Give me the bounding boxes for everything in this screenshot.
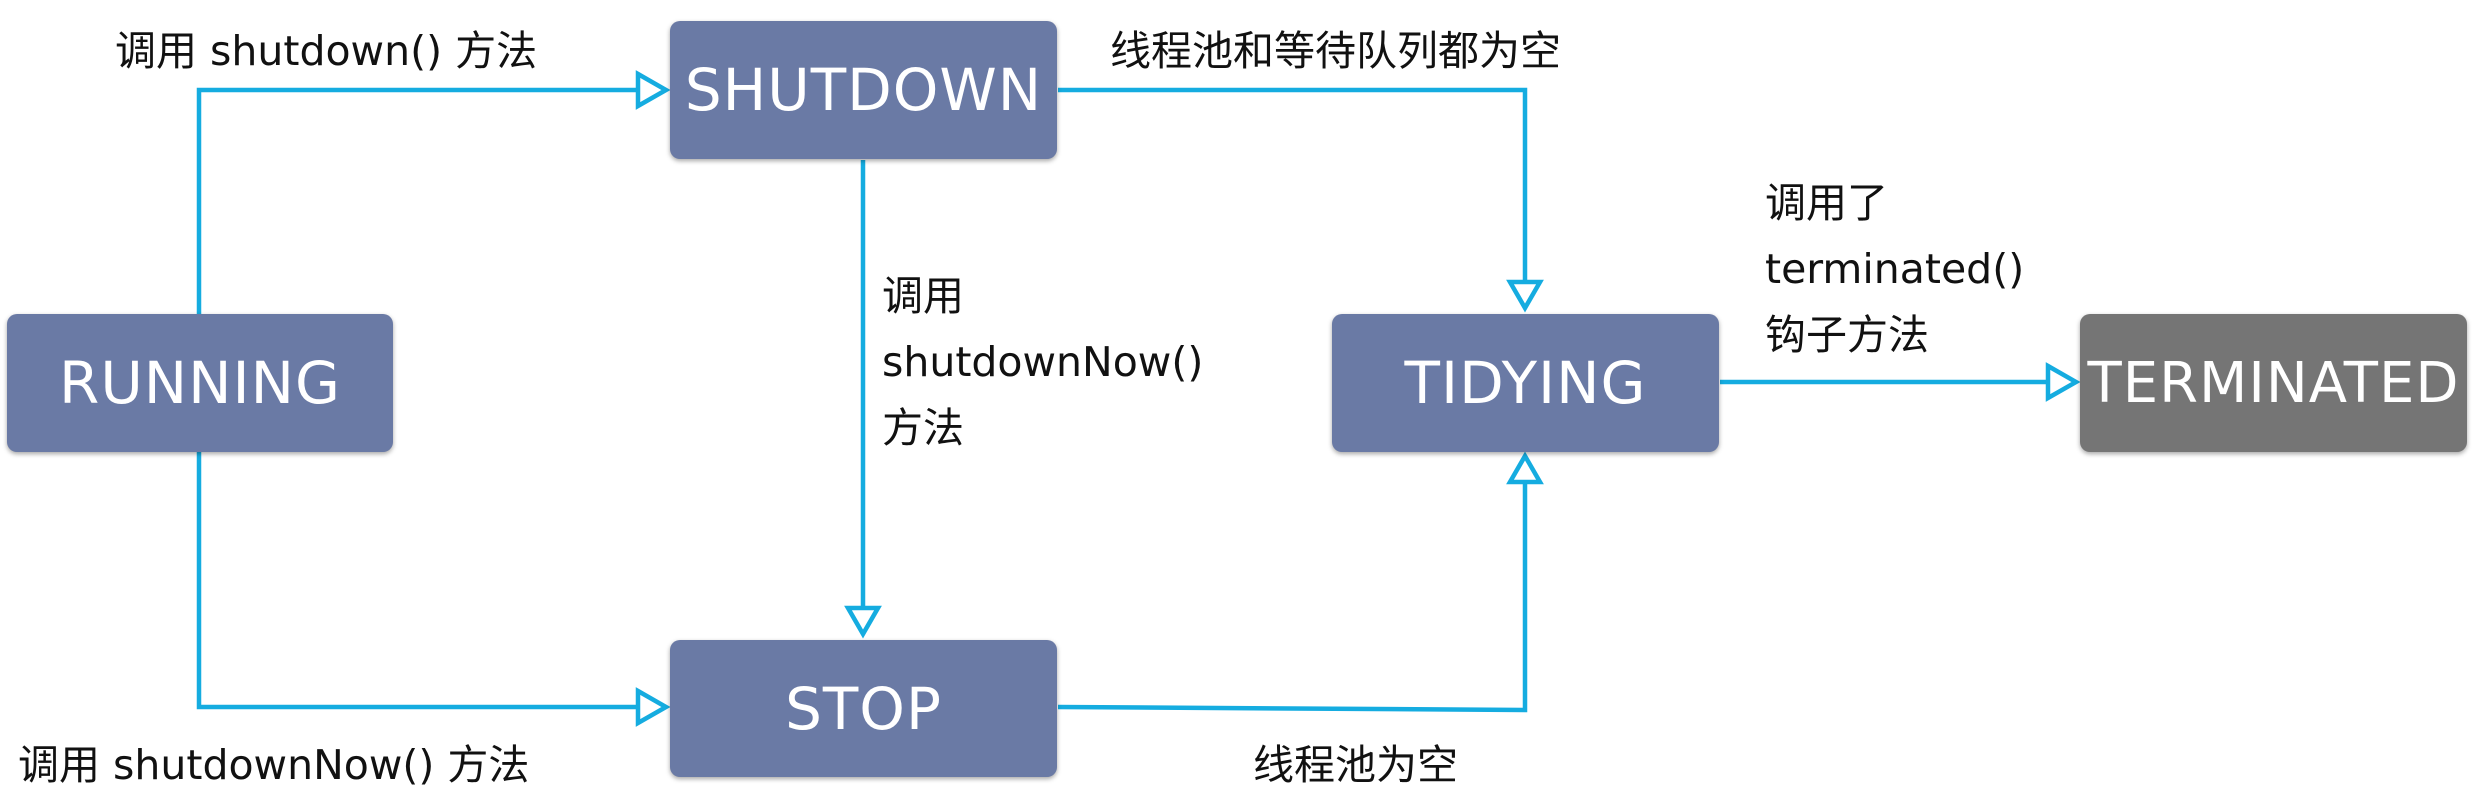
state-tidying: TIDYING [1332, 314, 1719, 452]
label-tidying-to-terminated: 调用了 terminated() 钩子方法 [1765, 170, 2024, 368]
arrowhead-tidying-to-terminated [2045, 362, 2081, 402]
arrowhead-running-to-shutdown [635, 70, 671, 110]
arrow-running-to-shutdown [196, 87, 642, 314]
label-line: terminated() [1765, 245, 2025, 293]
label-stop-to-tidying: 线程池为空 [1253, 741, 1458, 789]
label-line: 调用 [882, 272, 964, 320]
arrowhead-running-to-stop [635, 687, 671, 727]
label-running-to-shutdown: 调用 shutdown() 方法 [115, 27, 538, 75]
label-line: 钩子方法 [1765, 311, 1929, 359]
label-line: 方法 [882, 404, 964, 452]
arrow-stop-to-tidying [1057, 478, 1528, 713]
label-shutdown-to-tidying: 线程池和等待队列都为空 [1110, 27, 1561, 75]
state-terminated: TERMINATED [2080, 314, 2467, 452]
state-shutdown: SHUTDOWN [670, 21, 1057, 159]
arrowhead-stop-to-tidying [1506, 451, 1544, 485]
label-line: 调用了 [1765, 179, 1888, 227]
arrow-shutdown-to-tidying [1058, 87, 1528, 286]
state-stop: STOP [670, 640, 1057, 777]
state-running: RUNNING [7, 314, 393, 452]
label-shutdown-to-stop: 调用 shutdownNow() 方法 [882, 263, 1203, 461]
arrow-running-to-stop [196, 452, 642, 710]
arrowhead-shutdown-to-tidying [1506, 279, 1544, 313]
arrowhead-shutdown-to-stop [844, 605, 882, 639]
label-running-to-stop: 调用 shutdownNow() 方法 [18, 741, 530, 789]
label-line: shutdownNow() [882, 338, 1204, 386]
